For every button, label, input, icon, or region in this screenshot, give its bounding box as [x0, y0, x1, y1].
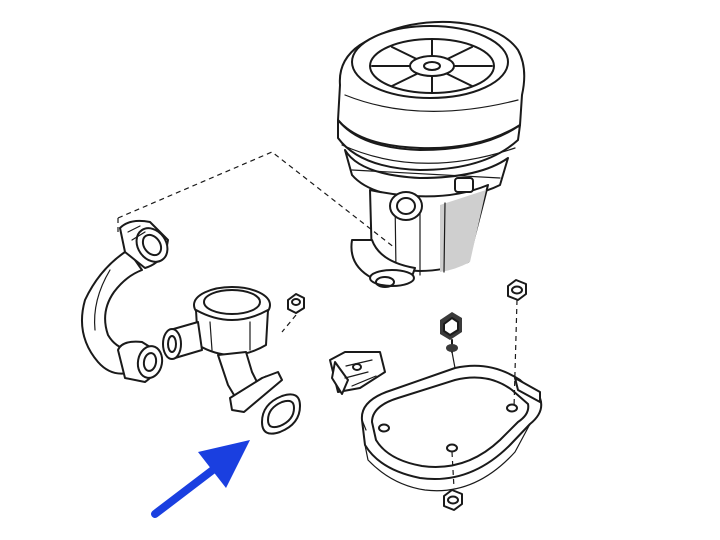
hose [81, 219, 169, 383]
air-pump [337, 20, 526, 288]
mounting-plate [360, 351, 543, 492]
leader-line [513, 299, 518, 409]
leader-line [117, 151, 396, 249]
rubber-mount [440, 312, 462, 353]
air-filter-cover [337, 20, 526, 150]
leader-line [451, 451, 455, 489]
check-valve [162, 286, 283, 413]
nut [507, 279, 527, 301]
nut [287, 293, 305, 314]
bracket [329, 351, 386, 395]
nut [443, 489, 463, 511]
leader-line [281, 314, 297, 333]
highlight-arrow-icon [151, 440, 250, 518]
gasket [261, 393, 301, 435]
